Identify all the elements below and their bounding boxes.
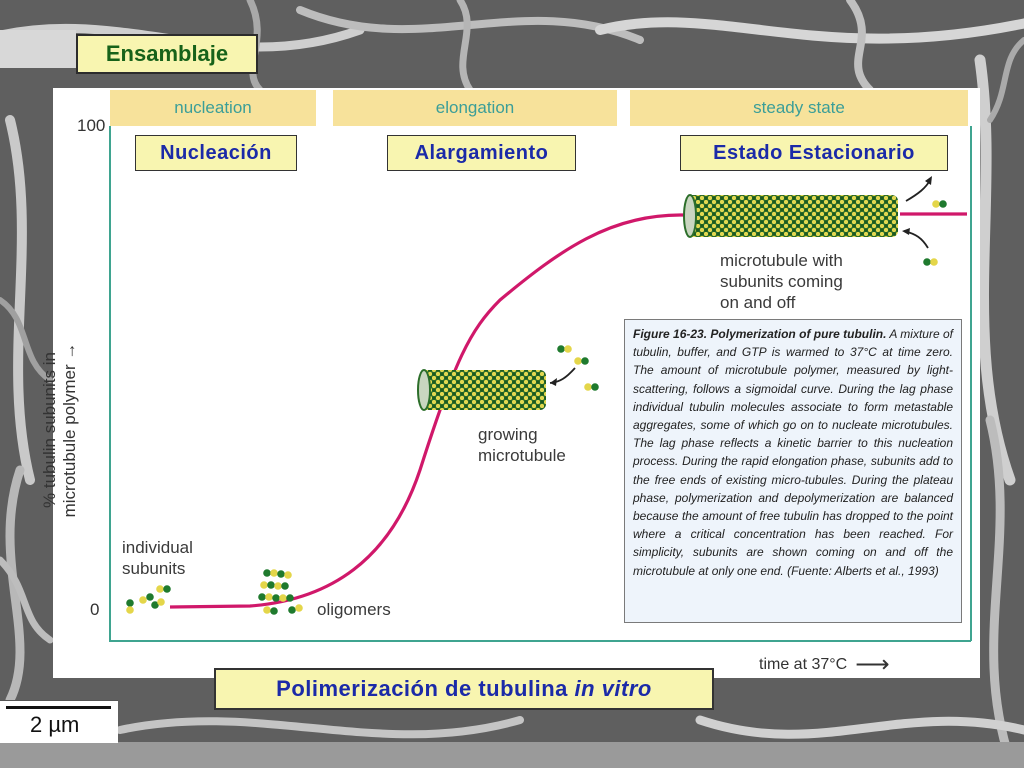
growing-microtubule-icon	[417, 369, 546, 411]
steady-subunits-icon	[923, 200, 947, 266]
growing-subunits-icon	[557, 345, 599, 391]
oligomers-icon	[258, 569, 303, 615]
subunit-off-arrow-icon	[905, 179, 931, 202]
y-tick-100: 100	[77, 116, 106, 135]
phase-band-elongation: elongation	[333, 90, 617, 126]
phase-label-nucleacion: Nucleación	[135, 135, 297, 171]
growing-microtubule-label: growing microtubule	[478, 425, 566, 465]
x-axis-label: time at 37°C ⟶	[759, 650, 890, 679]
scale-bar-label: 2 µm	[30, 712, 80, 737]
individual-subunits-icon	[126, 585, 171, 614]
footer-band	[0, 742, 1024, 768]
sigmoid-curve	[169, 212, 967, 609]
slide-title: Ensamblaje	[76, 34, 258, 74]
y-axis-line	[109, 126, 111, 642]
subtitle-italic-text: in vitro	[574, 676, 652, 701]
slide-subtitle: Polimerización de tubulina in vitro	[214, 668, 714, 710]
phase-band-nucleation: nucleation	[110, 90, 316, 126]
caption-text: A mixture of tubulin, buffer, and GTP is…	[633, 327, 953, 578]
x-axis-line	[109, 640, 971, 642]
phase-label-estado-estacionario: Estado Estacionario	[680, 135, 948, 171]
oligomers-label: oligomers	[317, 600, 391, 619]
individual-subunits-label: individual subunits	[122, 538, 193, 578]
x-axis-arrow: ⟶	[855, 651, 889, 678]
subtitle-main-text: Polimerización de tubulina	[276, 676, 575, 701]
corner-decoration	[0, 30, 76, 68]
phase-band-steady-state: steady state	[630, 90, 968, 126]
steady-state-microtubule-icon	[683, 194, 898, 238]
x-axis-label-text: time at 37°C	[759, 655, 848, 673]
figure-caption: Figure 16-23. Polymerization of pure tub…	[624, 319, 962, 623]
scale-bar-line	[6, 706, 111, 709]
right-border-line	[970, 126, 972, 641]
caption-title: Figure 16-23. Polymerization of pure tub…	[633, 327, 887, 341]
y-tick-0: 0	[90, 600, 100, 619]
steady-state-label: microtubule with subunits coming on and …	[720, 251, 843, 312]
phase-label-alargamiento: Alargamiento	[387, 135, 576, 171]
